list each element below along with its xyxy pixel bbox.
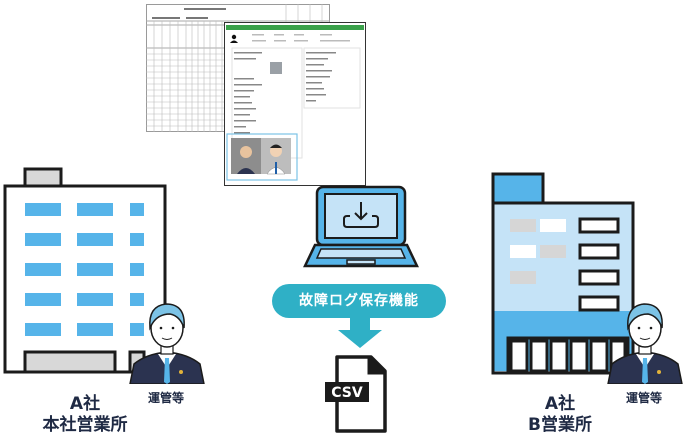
down-arrow-icon [338,316,382,348]
right-office-name: A社 B営業所 [490,394,630,436]
right-branch-name: B営業所 [528,415,592,435]
left-branch-name: 本社営業所 [42,415,128,435]
staff-avatar-icon [129,303,205,384]
left-office-name: A社 本社営業所 [10,394,160,436]
right-company-name: A社 [544,394,576,414]
csv-type-label: CSV [331,385,363,401]
csv-file-icon: CSV [325,355,387,433]
head-office-building-icon [3,167,167,374]
left-staff-role-label: 運管等 [147,391,184,405]
driver-record-document [224,22,366,186]
staff-avatar-icon [607,303,683,384]
download-laptop-icon [303,185,419,268]
left-company-name: A社 [69,394,101,414]
branch-office-building-icon [491,172,635,375]
fault-log-save-feature-label: 故障ログ保存機能 [272,284,446,318]
right-staff-role-label: 運管等 [625,391,662,405]
